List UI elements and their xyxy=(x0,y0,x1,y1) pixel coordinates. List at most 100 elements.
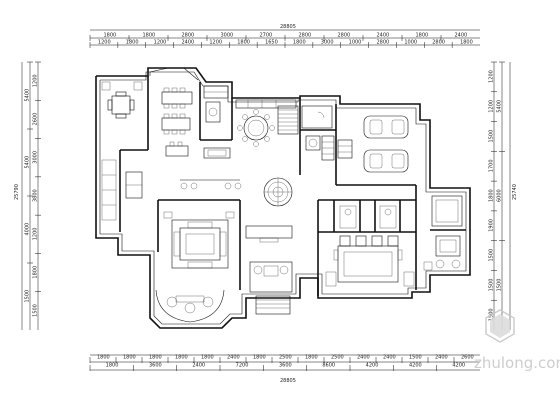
left-outer-dim-label: 1500 xyxy=(25,290,31,303)
left-outer-dim-label: 4000 xyxy=(25,223,31,236)
top-inner-dim-label: 1200 xyxy=(154,40,167,46)
bottom-inner-dim-label: 1800 xyxy=(201,355,214,361)
top-inner-dim-labels: 1200 1800 1200 2400 1200 1800 1650 1800 3000 1000… xyxy=(89,40,473,48)
left-total-dim: 25790 xyxy=(14,184,20,200)
bottom-total-dim: 28805 xyxy=(280,378,296,384)
top-outer-dim-label: 1800 xyxy=(104,33,117,39)
top-inner-dim-label: 1200 xyxy=(209,40,222,46)
top-inner-dim-label: 1650 xyxy=(265,40,278,46)
left-inner-dim-label: 1200 xyxy=(33,74,39,87)
bottom-inner-dim-label: 2500 xyxy=(279,355,292,361)
bottom-inner-dim-label: 2400 xyxy=(383,355,396,361)
top-outer-dim-label: 2800 xyxy=(338,33,351,39)
top-inner-dim-label: 2800 xyxy=(432,40,445,46)
master-bedroom xyxy=(325,205,415,287)
top-inner-dim-label: 1800 xyxy=(460,40,473,46)
top-outer-dim-label: 3000 xyxy=(221,33,234,39)
central-hall xyxy=(180,177,293,243)
top-outer-dim-label: 2800 xyxy=(182,33,195,39)
guest-bedroom xyxy=(423,195,463,271)
top-inner-dim-label: 3000 xyxy=(321,40,334,46)
top-inner-dim-label: 1800 xyxy=(237,40,250,46)
bottom-inner-dim-labels: 1800 1800 1800 1800 1800 2400 1800 2500 1800 2500… xyxy=(89,355,474,363)
bottom-inner-dim-label: 1800 xyxy=(97,355,110,361)
top-inner-dim-label: 1000 xyxy=(349,40,362,46)
top-inner-dim-label: 2400 xyxy=(182,40,195,46)
kitchen-block xyxy=(203,85,231,159)
bottom-outer-dim-label: 4200 xyxy=(409,363,422,369)
garage xyxy=(363,115,409,173)
round-dining xyxy=(235,99,297,147)
top-outer-dim-label: 2400 xyxy=(455,33,468,39)
right-inner-dim-label: 1500 xyxy=(489,130,495,143)
left-inner-dim-label: 1500 xyxy=(33,304,39,317)
right-outer-dim-label: 1500 xyxy=(497,279,503,292)
bottom-inner-dim-label: 1800 xyxy=(253,355,266,361)
top-outer-dim-label: 2700 xyxy=(260,33,273,39)
top-outer-dim-label: 1800 xyxy=(143,33,156,39)
bottom-inner-dim-label: 2600 xyxy=(461,355,474,361)
bottom-outer-dim-label: 4200 xyxy=(452,363,465,369)
bottom-inner-dim-label: 1800 xyxy=(123,355,136,361)
top-inner-dim-label: 1800 xyxy=(293,40,306,46)
bottom-outer-dim-label: 3600 xyxy=(149,363,162,369)
bottom-outer-dim-label: 7200 xyxy=(236,363,249,369)
bottom-inner-dim-label: 1500 xyxy=(409,355,422,361)
dining-room xyxy=(149,67,199,157)
bottom-inner-dim-label: 1800 xyxy=(175,355,188,361)
stair-core xyxy=(277,105,353,161)
lounge-furniture xyxy=(101,81,143,221)
right-total-dim: 25740 xyxy=(512,184,518,200)
bottom-outer-dim-label: 3600 xyxy=(279,363,292,369)
top-outer-dim-label: 1800 xyxy=(416,33,429,39)
left-outer-dim-label: 5400 xyxy=(25,156,31,169)
right-inner-dim-label: 1200 xyxy=(489,100,495,113)
top-outer-dim-label: 2400 xyxy=(377,33,390,39)
building-outline xyxy=(95,67,471,329)
left-inner-dim-label: 1200 xyxy=(33,228,39,241)
top-inner-dim-label: 1800 xyxy=(126,40,139,46)
right-inner-dim-label: 1800 xyxy=(489,189,495,202)
right-outer-dim-label: 6000 xyxy=(497,189,503,202)
bottom-outer-dim-label: 8600 xyxy=(322,363,335,369)
bottom-inner-dim-label: 2400 xyxy=(435,355,448,361)
left-inner-dim-label: 1800 xyxy=(33,266,39,279)
living-room xyxy=(155,211,235,323)
bottom-outer-dim-label: 2400 xyxy=(192,363,205,369)
right-outer-dim-labels: 5400 6000 1500 xyxy=(497,61,505,292)
interior-walls xyxy=(119,76,466,296)
bottom-inner-dim-label: 1800 xyxy=(149,355,162,361)
left-inner-dim-label: 2600 xyxy=(33,113,39,126)
bottom-inner-dim-label: 2500 xyxy=(331,355,344,361)
right-inner-dim-label: 1500 xyxy=(489,279,495,292)
bottom-outer-dim-label: 4200 xyxy=(366,363,379,369)
bottom-inner-dim-label: 2400 xyxy=(227,355,240,361)
right-inner-dim-label: 1700 xyxy=(489,159,495,172)
top-inner-dim-label: 1200 xyxy=(98,40,111,46)
top-total-dim: 28805 xyxy=(280,24,296,30)
left-inner-dim-labels: 1200 2600 3000 3800 1200 1800 1500 xyxy=(33,61,41,317)
top-inner-dim-label: 1000 xyxy=(404,40,417,46)
bottom-outer-dim-labels: 1800 3600 2400 7200 3600 8600 4200 4200 4200 xyxy=(89,363,465,371)
bottom-inner-dim-label: 2400 xyxy=(357,355,370,361)
left-inner-dim-label: 3800 xyxy=(33,189,39,202)
top-inner-dim-label: 2800 xyxy=(377,40,390,46)
bottom-inner-dim-label: 1800 xyxy=(305,355,318,361)
bottom-outer-dim-label: 1800 xyxy=(106,363,119,369)
left-inner-dim-label: 3000 xyxy=(33,151,39,164)
entry-porch xyxy=(249,261,293,315)
right-inner-dim-label: 1900 xyxy=(489,219,495,232)
watermark-text: zhulong.com xyxy=(474,354,560,372)
zhulong-watermark: zhulong.com xyxy=(474,309,560,372)
right-inner-dim-label: 1200 xyxy=(489,70,495,83)
right-inner-dim-label: 1500 xyxy=(489,249,495,262)
right-outer-dim-label: 5400 xyxy=(497,100,503,113)
right-dimension-chain: 25740 1200120015001700180019001500150015… xyxy=(489,61,518,330)
